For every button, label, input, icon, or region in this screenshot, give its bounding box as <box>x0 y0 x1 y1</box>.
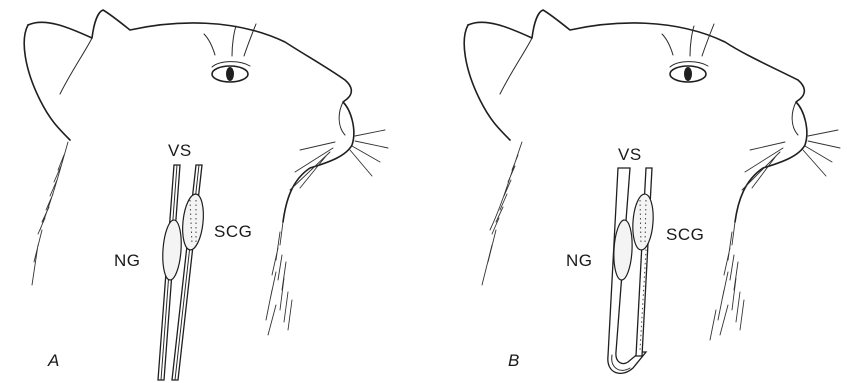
panel-letter-b: B <box>508 351 519 370</box>
cat-throat-fur-a <box>266 222 292 335</box>
cat-mouth-b <box>792 102 798 135</box>
cat-neck-back-b <box>482 142 522 285</box>
cat-head-outline-a <box>28 10 354 222</box>
label-scg-a: SCG <box>214 222 252 241</box>
panel-b: VS SCG NG B <box>464 10 840 373</box>
label-vs-a: VS <box>168 141 192 160</box>
cat-whiskers-a <box>290 130 388 190</box>
label-scg-b: SCG <box>666 225 704 244</box>
cat-whiskers-b <box>742 130 840 190</box>
label-ng-a: NG <box>114 251 141 270</box>
label-vs-b: VS <box>618 145 642 164</box>
cat-ear-edge-b <box>464 25 510 140</box>
panel-a: VS SCG NG A <box>24 10 388 380</box>
cat-ear-a <box>60 38 92 94</box>
superior-cervical-ganglion-b <box>631 193 655 250</box>
label-ng-b: NG <box>566 251 593 270</box>
nodose-ganglion-a <box>161 219 183 280</box>
panel-letter-a: A <box>47 351 59 370</box>
cat-pupil-b <box>684 67 692 81</box>
cat-pupil-a <box>226 67 234 81</box>
cat-throat-fur-b <box>710 222 744 340</box>
cat-neck-back-a <box>32 142 68 285</box>
cat-head-outline-b <box>468 10 807 222</box>
cat-ear-edge-a <box>24 25 70 140</box>
cat-ear-b <box>500 38 532 94</box>
superior-cervical-ganglion-a <box>180 193 206 251</box>
cat-mouth-a <box>339 102 345 135</box>
